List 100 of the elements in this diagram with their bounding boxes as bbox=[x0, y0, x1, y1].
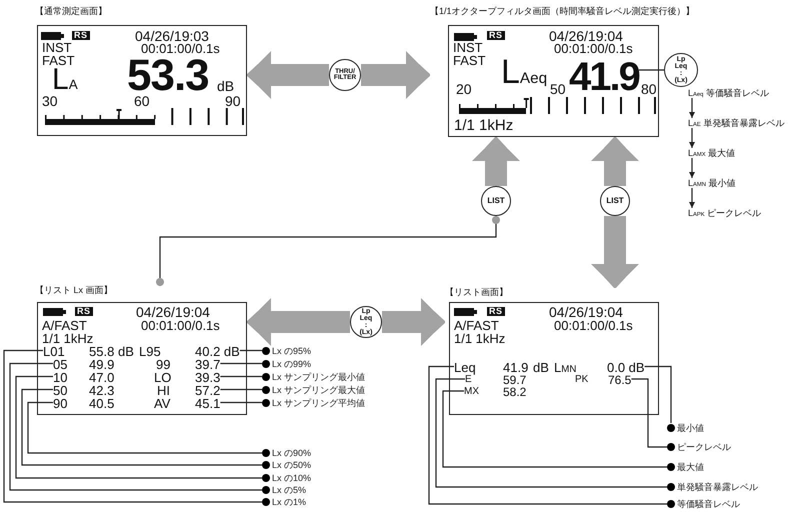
callout-label: Lx サンプリング最大値 bbox=[272, 384, 366, 394]
scale-number: 90 bbox=[225, 94, 241, 108]
callout-label: Lx の95% bbox=[272, 346, 312, 356]
arrow bbox=[689, 188, 695, 208]
leader-line bbox=[644, 366, 672, 423]
callout-label: 等価騒音レベル bbox=[677, 499, 740, 509]
leader-line bbox=[220, 402, 262, 404]
list-label: L01 bbox=[43, 345, 65, 358]
callout-label: 最小値 bbox=[677, 423, 704, 433]
leader-line bbox=[435, 378, 667, 488]
list-label: HI bbox=[157, 384, 170, 397]
unit-text: dB bbox=[118, 345, 134, 358]
parameter-label: L$_{Aeq}$ 等価騒音レベル bbox=[688, 88, 769, 98]
leader-line bbox=[220, 388, 262, 390]
list-value: 40.5 bbox=[89, 397, 114, 410]
unit-text: dB bbox=[217, 79, 234, 93]
mode-readout: A/FAST bbox=[42, 319, 87, 332]
list-value: 76.5 bbox=[608, 374, 632, 386]
screen-title: 【通常測定画面】 bbox=[35, 7, 107, 16]
parameter-label: L$_{AE}$ 単発騒音暴露レベル bbox=[688, 118, 784, 128]
list-label: L95 bbox=[139, 345, 161, 358]
list-label: MX bbox=[464, 387, 479, 397]
list-value: 49.9 bbox=[89, 358, 114, 371]
band-readout: 1/1 1kHz bbox=[454, 118, 514, 133]
band-readout: 1/1 1kHz bbox=[454, 332, 506, 345]
list-label: AV bbox=[154, 397, 170, 410]
unit-text: dB bbox=[533, 361, 549, 374]
parameter-label: L$_{APK}$ ピークレベル bbox=[688, 208, 762, 218]
arrow bbox=[689, 98, 695, 118]
leader-line bbox=[638, 69, 664, 71]
callout-label: Lx の5% bbox=[272, 485, 306, 495]
callout-label: Lx の50% bbox=[272, 460, 312, 470]
block-arrow bbox=[472, 137, 520, 186]
scale-number: 30 bbox=[42, 94, 58, 108]
scale-number: 60 bbox=[134, 94, 150, 108]
list-label: 10 bbox=[53, 371, 68, 384]
leader-line bbox=[27, 402, 262, 454]
leader-line bbox=[631, 378, 667, 448]
mode-readout: INST bbox=[453, 41, 483, 54]
leader-line bbox=[220, 362, 262, 364]
scale-number: 80 bbox=[641, 82, 657, 96]
elapsed-time-readout: 00:01:00/0.1s bbox=[554, 42, 633, 55]
leader-line bbox=[442, 390, 667, 468]
callout-label: 単発騒音暴露レベル bbox=[677, 482, 758, 492]
leader-line bbox=[240, 350, 262, 352]
parameter-label: L$_{AMX}$ 最大値 bbox=[688, 148, 736, 158]
date-time-readout: 04/26/19:04 bbox=[549, 305, 623, 319]
block-arrow bbox=[361, 51, 430, 99]
key-button: LIST bbox=[481, 186, 511, 216]
band-readout: 1/1 1kHz bbox=[42, 332, 94, 345]
list-value: 57.2 bbox=[195, 384, 220, 397]
list-value: 41.9 bbox=[503, 361, 528, 374]
screen-title: 【1/1オクターブフィルタ画面（時間率騒音レベル測定実行後）】 bbox=[430, 7, 695, 16]
list-value: 58.2 bbox=[503, 386, 526, 398]
leader-line bbox=[220, 376, 262, 378]
list-value: 45.1 bbox=[195, 397, 220, 410]
list-label: 90 bbox=[53, 397, 68, 410]
leader-line bbox=[428, 366, 667, 505]
list-value: 42.3 bbox=[89, 384, 114, 397]
list-value: 55.8 bbox=[89, 345, 114, 358]
list-value: 40.2 dB bbox=[195, 345, 240, 358]
key-button: LIST bbox=[600, 186, 630, 216]
level-reading: 53.3 bbox=[127, 58, 209, 94]
callout-label: Lx の90% bbox=[272, 448, 312, 458]
list-label: 50 bbox=[53, 384, 68, 397]
list-label: E bbox=[465, 375, 472, 385]
elapsed-time-readout: 00:01:00/0.1s bbox=[141, 319, 220, 332]
screen-title: 【リスト Lx 画面】 bbox=[35, 286, 113, 295]
elapsed-time-readout: 00:01:00/0.1s bbox=[554, 319, 633, 332]
list-label: PK bbox=[575, 375, 588, 385]
leader-line bbox=[9, 362, 262, 491]
list-label: L$_{MN}$ bbox=[554, 361, 576, 374]
mode-readout: FAST bbox=[453, 54, 486, 67]
block-arrow bbox=[382, 298, 445, 346]
callout-label: ピークレベル bbox=[677, 442, 731, 452]
callout-label: Lx の10% bbox=[272, 473, 312, 483]
list-value: 39.7 bbox=[195, 358, 220, 371]
date-time-readout: 04/26/19:04 bbox=[136, 305, 210, 319]
elapsed-time-readout: 00:01:00/0.1s bbox=[141, 42, 220, 55]
mode-badge: RS bbox=[487, 307, 505, 316]
leader-line bbox=[3, 350, 262, 503]
parameter-label: L$_{AMN}$ 最小値 bbox=[688, 178, 736, 188]
scale-number: 20 bbox=[456, 82, 472, 96]
mode-readout: INST bbox=[42, 41, 72, 54]
callout-label: Lx の99% bbox=[272, 358, 312, 368]
leader-line bbox=[21, 388, 262, 466]
list-value: 47.0 bbox=[89, 371, 114, 384]
list-value: 39.3 bbox=[195, 371, 220, 384]
connector-line bbox=[156, 216, 500, 286]
scale-number: 50 bbox=[550, 82, 566, 96]
arrow bbox=[689, 158, 695, 178]
list-value: 59.7 bbox=[503, 374, 526, 386]
level-reading: 41.9 bbox=[569, 61, 639, 93]
callout-label: Lx の1% bbox=[272, 497, 306, 507]
callout-label: Lx サンプリング最小値 bbox=[272, 372, 366, 382]
date-time-readout: 04/26/19:03 bbox=[135, 29, 209, 43]
mode-readout: FAST bbox=[42, 54, 75, 67]
list-label: LO bbox=[154, 371, 172, 384]
mode-readout: A/FAST bbox=[454, 319, 499, 332]
callout-label: 最大値 bbox=[677, 462, 704, 472]
